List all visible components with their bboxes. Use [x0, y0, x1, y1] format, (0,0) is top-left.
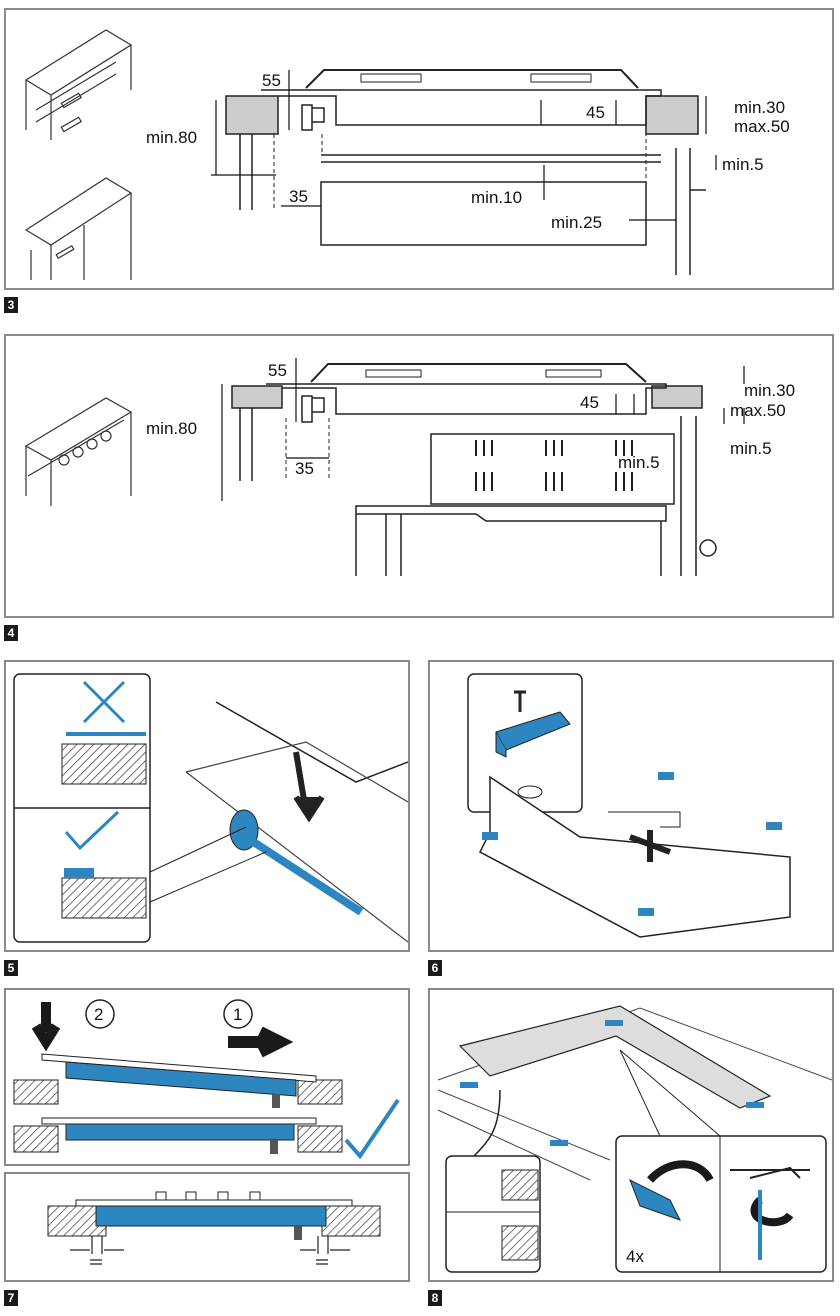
step-2-number: 2: [94, 1005, 103, 1024]
figure-5-drawing: [13, 673, 408, 943]
dim-45: 45: [586, 103, 605, 122]
dim-35: 35: [289, 187, 308, 206]
figure-3-panel: min.80 55 45 min.30 max.50 min.5 35 min.…: [4, 8, 834, 290]
figure-3-number: 3: [4, 297, 18, 313]
dim-45: 45: [580, 393, 599, 412]
correct-check-icon: [344, 1098, 400, 1160]
figure-7-panel-a: 2 1: [4, 988, 410, 1166]
bracket-detail-inset: [467, 673, 583, 813]
gas-connector: [301, 395, 325, 423]
dim-min5: min.5: [722, 155, 764, 174]
screw-turn-icon: [750, 1197, 794, 1227]
oven-unit: [430, 433, 675, 505]
correct-check-icon: [64, 810, 120, 851]
step-1-number: 1: [233, 1005, 242, 1024]
hob-frame: [458, 1005, 772, 1109]
figure-4-number: 4: [4, 625, 18, 641]
figure-6-number: 6: [428, 960, 442, 976]
dim-min5a: min.5: [618, 453, 660, 472]
hob-seated-top: [41, 1117, 317, 1125]
dim-min30: min.30: [734, 98, 785, 117]
hob-tilted-body: [65, 1061, 297, 1097]
oven-cabinet-sketch: [24, 397, 133, 506]
dim-35: 35: [295, 459, 314, 478]
oven-drawer: [320, 181, 647, 246]
dim-min25: min.25: [551, 213, 602, 232]
gas-connector: [301, 104, 325, 131]
figure-4-panel: min.80 55 45 min.30 max.50 min.5 min.5 3…: [4, 334, 834, 618]
hob-body: [266, 383, 667, 415]
hob-body: [95, 1205, 327, 1227]
figure-7-panel-b: [4, 1172, 410, 1282]
figure-4-drawing: min.80 55 45 min.30 max.50 min.5 min.5 3…: [24, 358, 795, 576]
worktop-right: [651, 385, 703, 409]
pan-support: [310, 363, 647, 383]
figure-7b-drawing: [47, 1191, 381, 1265]
worktop-left: [231, 385, 283, 409]
cabinet-drawers-sketch: [24, 29, 133, 140]
down-arrow-icon: [293, 751, 325, 823]
dim-min10: min.10: [471, 188, 522, 207]
wrong-cross-icon: [82, 680, 126, 724]
figure-8-number: 8: [428, 1290, 442, 1306]
cabinet-doors-sketch: [24, 177, 133, 280]
dim-min30: min.30: [744, 381, 795, 400]
worktop-left: [225, 95, 279, 135]
dim-max50: max.50: [734, 117, 790, 136]
rotate-arrow-icon: [647, 1160, 714, 1183]
figure-8-panel: 4x: [428, 988, 834, 1282]
screw-icon: [514, 690, 526, 712]
hob-seated-body: [65, 1123, 295, 1141]
hob-underside: [479, 775, 791, 938]
figure-5-number: 5: [4, 960, 18, 976]
hob-body: [261, 89, 662, 126]
dim-min80: min.80: [146, 419, 197, 438]
figure-5-panel: [4, 660, 410, 952]
dim-55: 55: [268, 361, 287, 380]
pan-support: [305, 69, 639, 89]
dim-min5b: min.5: [730, 439, 772, 458]
hob-tilted-top: [41, 1053, 317, 1083]
figure-6-panel: [428, 660, 834, 952]
dim-min80: min.80: [146, 128, 197, 147]
dim-max50: max.50: [730, 401, 786, 420]
figure-7-number: 7: [4, 1290, 18, 1306]
figure-7a-drawing: 2 1: [13, 999, 400, 1160]
figure-3-drawing: min.80 55 45 min.30 max.50 min.5 35 min.…: [24, 29, 790, 280]
quantity-label: 4x: [626, 1247, 644, 1266]
step-1-right-arrow: [228, 1026, 294, 1058]
figure-6-drawing: [467, 673, 791, 938]
dim-55: 55: [262, 71, 281, 90]
hob-top: [75, 1199, 353, 1207]
figure-8-drawing: 4x: [437, 1005, 832, 1273]
step-2-down-arrow: [31, 1002, 61, 1052]
worktop-right: [645, 95, 699, 135]
